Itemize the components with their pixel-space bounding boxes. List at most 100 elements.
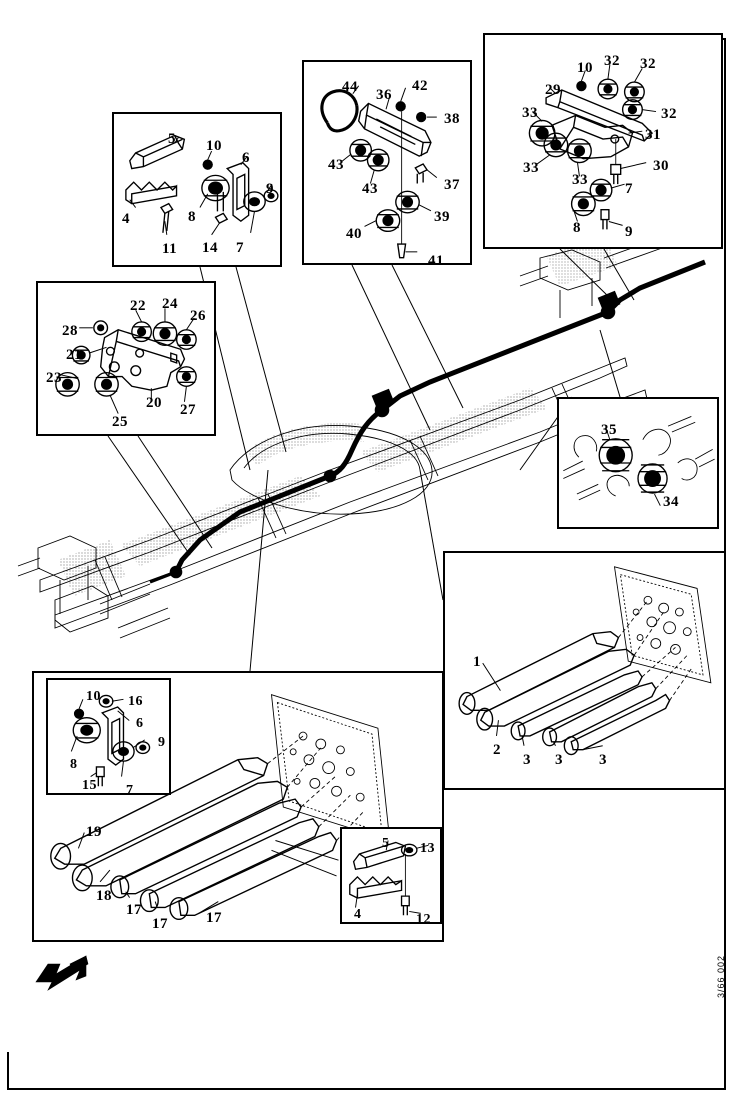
panel-g-leaders (77, 832, 219, 914)
callout-29: 29 (545, 82, 561, 98)
callout-28: 28 (62, 323, 78, 339)
part-21-bushing (71, 345, 91, 365)
callout-19: 19 (86, 824, 102, 840)
part-34-universal-joint (637, 463, 668, 494)
part-43-bushing-left (349, 138, 373, 162)
part-5-shaft-yoke (352, 841, 407, 871)
callout-4: 4 (354, 907, 362, 922)
callout-43-b: 43 (362, 181, 378, 197)
part-19-driveshaft-tube (50, 757, 269, 870)
part-9-bolt (600, 209, 610, 230)
callout-25: 25 (112, 414, 128, 430)
panel-rear-support-bracket[interactable]: 5 13 4 12 (340, 827, 442, 927)
part-37-bolt (414, 163, 429, 184)
panel-f-leaders (482, 662, 603, 751)
part-1-driveshaft-tube (458, 630, 620, 715)
alignment-lines (267, 735, 365, 841)
part-22-bearing (131, 321, 153, 343)
panel-center-bearing-assembly[interactable]: 44 36 42 38 43 43 37 39 40 41 (302, 60, 472, 269)
callout-7: 7 (625, 181, 633, 197)
panel-universal-joint-detail[interactable]: 35 34 (557, 397, 719, 529)
callout-35: 35 (601, 422, 617, 438)
mount-plate (270, 694, 391, 842)
callout-20: 20 (146, 395, 162, 411)
part-15-bolt (95, 766, 105, 787)
part-11-bolt (159, 202, 174, 233)
part-23-bushing (55, 371, 80, 397)
yoke-arm-lower-left (606, 474, 630, 497)
part-3-shaft-b (542, 681, 657, 747)
callout-11: 11 (162, 241, 178, 257)
panel-front-propshaft-mount[interactable]: 5 10 6 9 4 8 11 14 7 (112, 112, 282, 267)
part-38-washer (416, 111, 427, 123)
callout-42: 42 (412, 78, 428, 94)
yoke-arm-upper-right (642, 416, 696, 456)
part-10-nut (576, 80, 587, 92)
callout-39: 39 (434, 209, 450, 225)
mount-plate (613, 566, 712, 684)
callout-12: 12 (416, 912, 431, 927)
part-36-center-bearing-body (357, 102, 432, 157)
callout-40: 40 (346, 226, 362, 242)
panel-a-leaders (129, 137, 273, 236)
part-35-universal-joint (598, 438, 633, 473)
panel-e-leaders (605, 427, 661, 506)
part-43-bushing-right (366, 148, 390, 172)
callout-3-a: 3 (523, 752, 531, 768)
part-42-nut (395, 101, 406, 112)
part-26-bearing (175, 329, 197, 350)
callout-33-c: 33 (572, 172, 588, 188)
panel-g-to-i-connector (271, 840, 339, 877)
callout-33-a: 33 (522, 105, 538, 121)
callout-36: 36 (376, 87, 392, 103)
callout-2: 2 (493, 742, 501, 758)
callout-17-b: 17 (152, 916, 168, 932)
part-7-bearing (589, 178, 613, 202)
propeller-shaft (149, 259, 706, 584)
panel-transmission-support-plate[interactable]: 22 24 26 28 21 23 20 27 25 (36, 281, 216, 436)
callout-7: 7 (236, 240, 244, 256)
part-28-nut (93, 320, 109, 336)
alignment-lines (618, 599, 692, 701)
panel-h-leaders (70, 698, 145, 777)
part-8-bearing (570, 191, 596, 217)
yoke-arm-lower-right (677, 449, 715, 481)
callout-9: 9 (625, 224, 633, 240)
callout-27: 27 (180, 402, 196, 418)
callout-6: 6 (136, 716, 144, 731)
yoke-arm-upper-left (563, 435, 598, 479)
part-24-bearing (152, 321, 178, 347)
callout-34: 34 (663, 494, 679, 510)
callout-33-b: 33 (523, 160, 539, 176)
part-10-nut (73, 708, 85, 719)
part-4-bracket (125, 181, 178, 205)
part-12-bolt (400, 895, 410, 916)
panel-c-leaders (531, 64, 657, 226)
callout-17-c: 17 (206, 910, 222, 926)
part-10-nut (202, 159, 213, 170)
part-32-bearing-a (597, 78, 619, 100)
callout-6: 6 (242, 150, 250, 166)
callout-3-c: 3 (599, 752, 607, 768)
callout-7: 7 (126, 783, 134, 798)
callout-10: 10 (577, 60, 593, 76)
callout-16: 16 (128, 694, 143, 709)
panel-rear-propshaft-mount[interactable]: 10 16 6 9 8 15 7 (46, 678, 171, 798)
part-33-bearing-c (566, 138, 592, 164)
part-20-support-plate (99, 329, 186, 391)
part-14-bolt (214, 191, 229, 224)
plate-hardware (289, 731, 365, 802)
callout-24: 24 (162, 296, 178, 312)
panel-d-leaders (59, 308, 195, 414)
callout-21: 21 (66, 347, 82, 363)
callout-15: 15 (82, 778, 97, 793)
panel-driveshaft-tubes-right[interactable]: 1 2 3 3 3 (443, 551, 726, 790)
callout-32-c: 32 (661, 106, 677, 122)
callout-37: 37 (444, 177, 460, 193)
panel-rear-axle-bracket[interactable]: 10 32 32 29 32 33 31 33 33 30 7 8 9 (483, 33, 723, 249)
callout-22: 22 (130, 298, 146, 314)
part-17-shaft-b (139, 818, 320, 913)
callout-3-b: 3 (555, 752, 563, 768)
callout-1: 1 (473, 654, 481, 670)
callout-10: 10 (86, 689, 101, 704)
